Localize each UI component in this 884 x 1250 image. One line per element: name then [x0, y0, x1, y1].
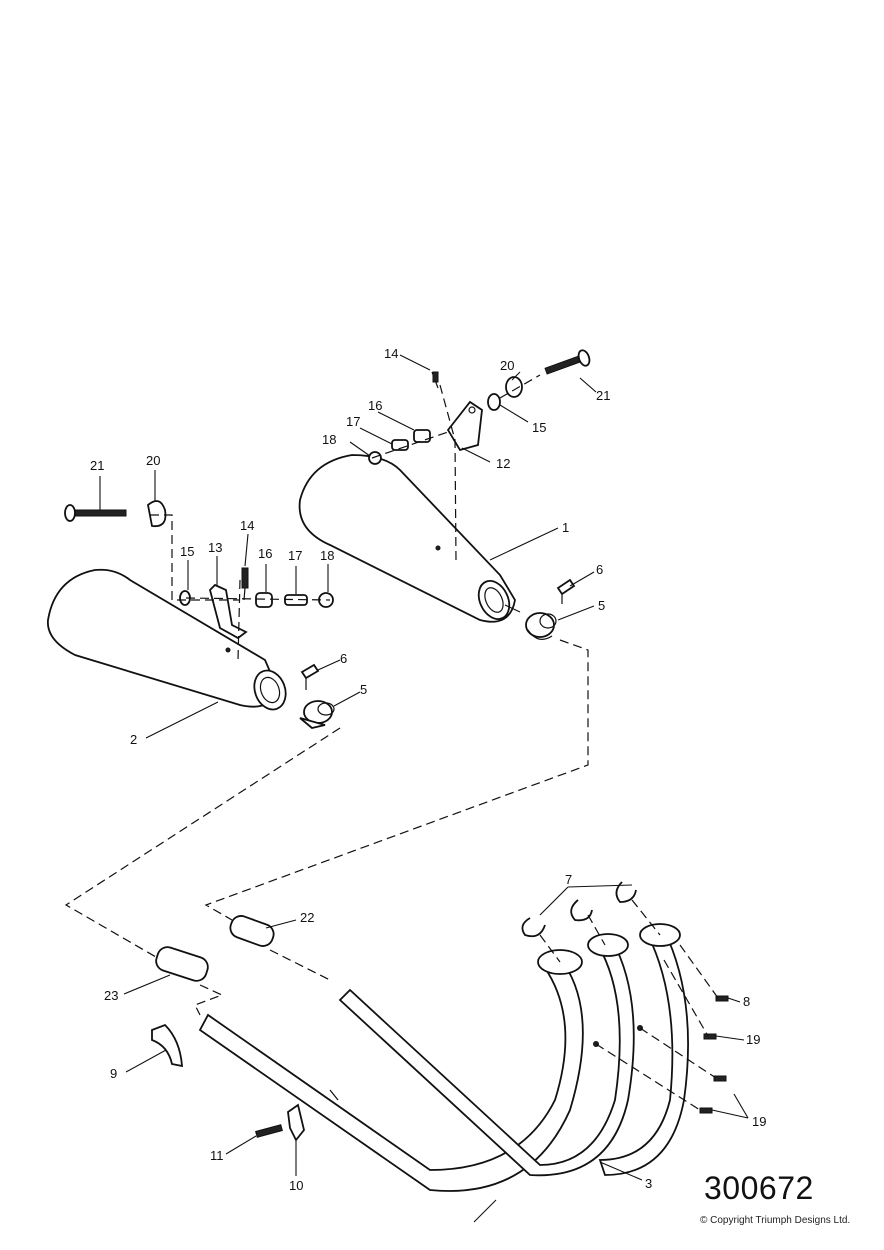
callout-22: 22 — [300, 910, 314, 925]
bolt-21-right — [544, 349, 591, 375]
callout-6-left: 6 — [340, 651, 347, 666]
clamp-left — [299, 700, 335, 729]
callout-18-right: 18 — [322, 432, 336, 447]
callout-8: 8 — [743, 994, 750, 1009]
silencer-left — [47, 568, 287, 711]
callout-20-right: 20 — [500, 358, 514, 373]
connector-22 — [229, 915, 275, 947]
bolt-6-right — [556, 578, 576, 604]
copyright-notice: © Copyright Triumph Designs Ltd. — [700, 1215, 851, 1226]
callout-21-left: 21 — [90, 458, 104, 473]
callout-15-left: 15 — [180, 544, 194, 559]
spacer-17-left — [284, 594, 308, 606]
callout-1: 1 — [562, 520, 569, 535]
bolt-21-left — [64, 504, 127, 522]
callout-19-lower: 19 — [752, 1114, 766, 1129]
connector-23 — [155, 946, 209, 982]
clamp-right — [525, 612, 557, 640]
callout-23: 23 — [104, 988, 118, 1003]
bolt-14-right — [431, 371, 439, 389]
callout-11: 11 — [210, 1148, 224, 1163]
bolt-6-left — [300, 663, 320, 690]
callout-14-right: 14 — [384, 346, 398, 361]
bolt-19-b — [713, 1075, 727, 1082]
silencer-right — [298, 454, 521, 623]
callout-17-left: 17 — [288, 548, 302, 563]
callout-17-right: 17 — [346, 414, 360, 429]
leader-lines — [99, 354, 749, 1223]
callout-5-right: 5 — [598, 598, 605, 613]
bush-16-right — [413, 429, 431, 443]
washer-20-left — [147, 500, 167, 528]
assembly-lines — [64, 374, 719, 1111]
bolt-11 — [255, 1124, 283, 1138]
callout-2: 2 — [130, 732, 137, 747]
nut-18-right — [368, 451, 382, 465]
clamp-9 — [151, 1023, 183, 1068]
callouts: 14 20 21 15 16 17 18 12 1 6 5 21 20 15 1… — [90, 346, 766, 1193]
callout-13: 13 — [208, 540, 222, 555]
washer-20-right — [505, 376, 523, 398]
bolt-19-c — [699, 1107, 713, 1114]
callout-21-right: 21 — [596, 388, 610, 403]
callout-19-upper: 19 — [746, 1032, 760, 1047]
callout-20-left: 20 — [146, 453, 160, 468]
callout-3: 3 — [645, 1176, 652, 1191]
diagram-number: 300672 — [704, 1170, 814, 1206]
gasket-7 — [521, 881, 637, 938]
callout-16-left: 16 — [258, 546, 272, 561]
callout-12: 12 — [496, 456, 510, 471]
header-pipes — [198, 923, 689, 1192]
bracket-10 — [287, 1103, 305, 1142]
callout-7: 7 — [565, 872, 572, 887]
mounting-bracket-right — [446, 400, 483, 452]
callout-15-right: 15 — [532, 420, 546, 435]
callout-5-left: 5 — [360, 682, 367, 697]
washer-15-right — [487, 393, 501, 411]
callout-6-right: 6 — [596, 562, 603, 577]
callout-16-right: 16 — [368, 398, 382, 413]
callout-18-left: 18 — [320, 548, 334, 563]
bolt-14-left — [241, 567, 249, 601]
bolt-19-a — [703, 1033, 717, 1040]
callout-14-left: 14 — [240, 518, 254, 533]
callout-9: 9 — [110, 1066, 117, 1081]
bush-16-left — [255, 592, 273, 608]
callout-10: 10 — [289, 1178, 303, 1193]
